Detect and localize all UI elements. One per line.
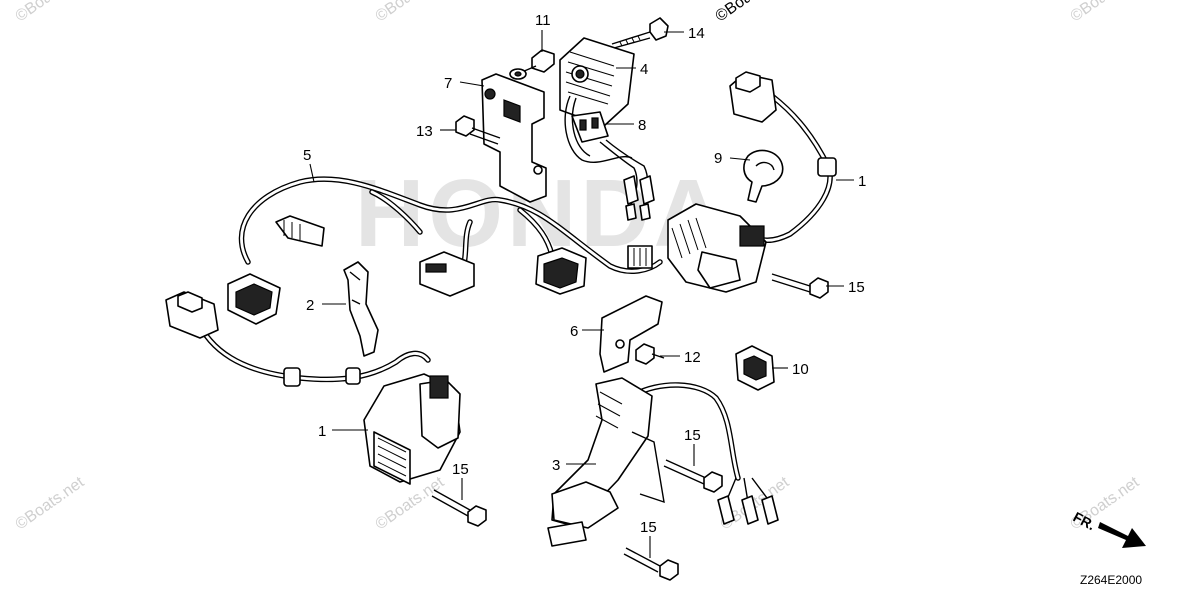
callout-5: 5 [303,147,311,164]
callout-4: 4 [640,61,648,78]
callout-15-left: 15 [452,461,469,478]
plate-6 [599,295,665,373]
harness-connectors [227,245,653,325]
front-arrow-icon [1098,522,1146,548]
callout-9: 9 [714,150,722,167]
regulator-4 [559,37,635,163]
ignition-coil-right [667,71,837,293]
clip-2 [343,261,379,357]
diagram-code: Z264E2000 [1080,573,1142,587]
connector-8 [571,111,655,221]
watermark-text: ©Boats.net [13,0,88,25]
callout-11: 11 [535,12,551,29]
callout-1-top: 1 [858,173,866,190]
callout-13: 13 [416,123,433,140]
bolts-15 [431,273,829,581]
callout-12: 12 [684,349,701,366]
callout-3: 3 [552,457,560,474]
watermark-text: ©Boats.net [13,473,88,533]
small-hardware-top [455,17,669,145]
callout-2: 2 [306,297,314,314]
watermark-text: ©Boats.net [373,0,448,25]
callout-10: 10 [792,361,809,378]
grommet-10 [735,345,775,391]
callouts: 11 14 4 7 8 13 9 1 5 15 2 6 12 10 1 15 3 [303,12,866,558]
exciter-coil-3 [547,377,779,547]
callout-7: 7 [444,75,452,92]
front-direction-marker: FR. [1071,509,1146,548]
callout-8: 8 [638,117,646,134]
bracket-7 [481,73,547,203]
wire-harness [238,176,663,279]
callout-15-bottom: 15 [640,519,657,536]
callout-14: 14 [688,25,705,42]
callout-6: 6 [570,323,578,340]
watermark-text: ©Boats.net [1068,0,1143,25]
grommet-9 [743,149,784,203]
callout-15-right: 15 [848,279,865,296]
ignition-coil-left [165,291,461,485]
callout-15-mid: 15 [684,427,701,444]
callout-1-bottom: 1 [318,423,326,440]
watermark-text-dark: ©Boats.net [713,0,788,25]
